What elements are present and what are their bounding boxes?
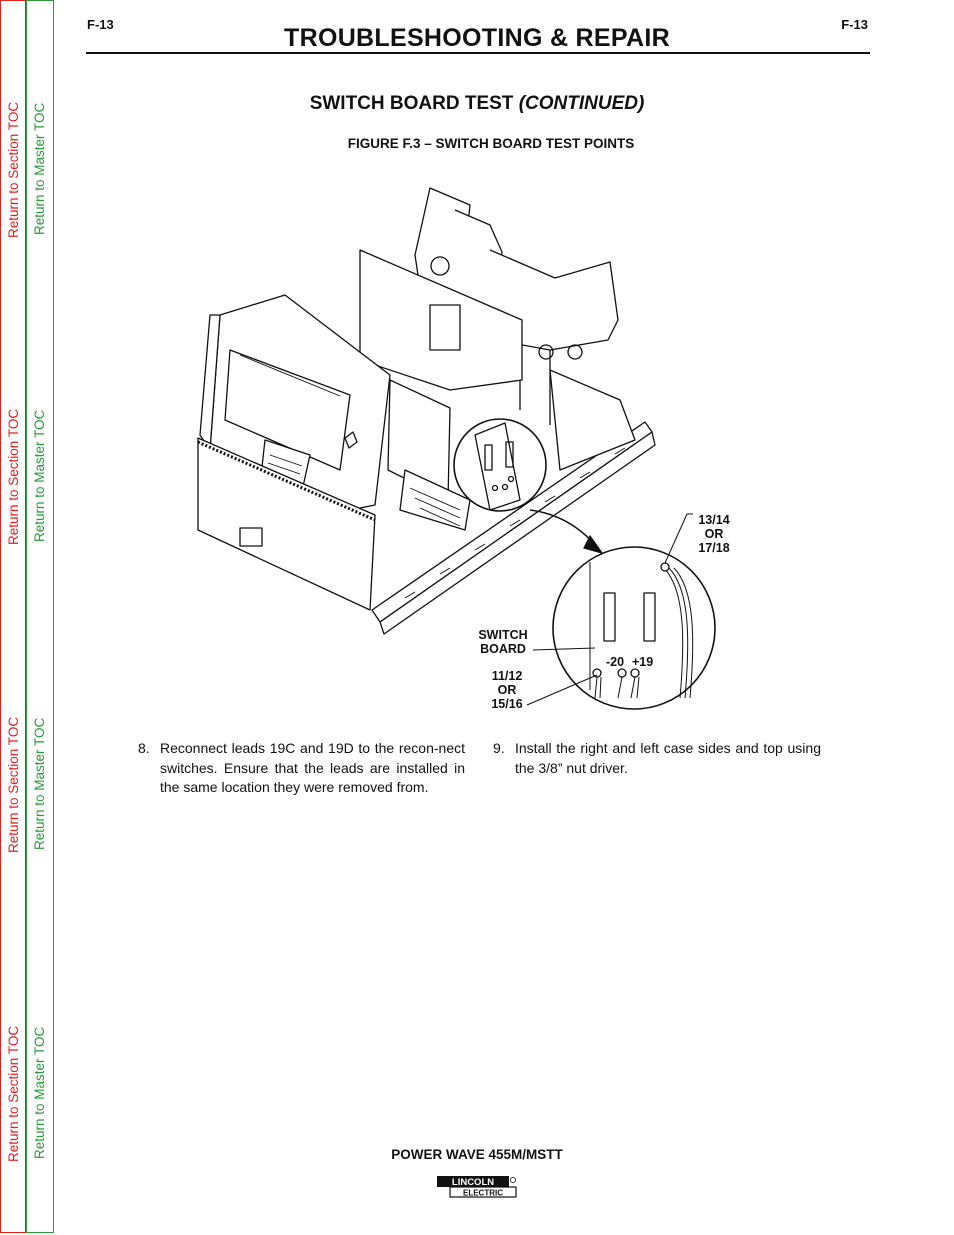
return-to-section-toc-link-3[interactable]: Return to Section TOC [6, 716, 21, 853]
logo-top-text: LINCOLN [452, 1177, 494, 1188]
callout-top-line-2: OR [704, 527, 724, 541]
step-8-text: Reconnect leads 19C and 19D to the recon… [160, 740, 465, 795]
callout-switch-line-1: SWITCH [478, 628, 528, 642]
step-9-text: Install the right and left case sides an… [515, 740, 821, 776]
page-number-right: F-13 [841, 17, 868, 32]
return-to-master-toc-link-1[interactable]: Return to Master TOC [32, 102, 47, 235]
callout-bottom-line-1: 11/12 [491, 669, 523, 683]
callout-bottom-line-2: OR [497, 683, 517, 697]
product-name: POWER WAVE 455M/MSTT [391, 1147, 563, 1162]
figure-caption: FIGURE F.3 – SWITCH BOARD TEST POINTS [347, 136, 635, 151]
return-to-section-toc-link-4[interactable]: Return to Section TOC [6, 1025, 21, 1162]
header-rule [86, 52, 870, 54]
callout-switch-board: SWITCH BOARD [472, 628, 534, 656]
callout-top-line-1: 13/14 [698, 513, 730, 527]
return-to-master-toc-link-2[interactable]: Return to Master TOC [32, 409, 47, 542]
return-to-section-toc-link-1[interactable]: Return to Section TOC [6, 101, 21, 238]
step-8-number: 8. [138, 740, 150, 756]
logo-bottom-text: ELECTRIC [463, 1189, 503, 1198]
lincoln-electric-logo: LINCOLN ELECTRIC [437, 1176, 517, 1198]
callout-top-line-3: 17/18 [698, 541, 730, 555]
callout-11-12-or-15-16: 11/12 OR 15/16 [484, 669, 530, 711]
master-toc-strip [26, 0, 54, 1233]
terminal-plus-19-label: +19 [632, 655, 654, 669]
terminal-minus-20-label: -20 [606, 655, 625, 669]
page-title: TROUBLESHOOTING & REPAIR [284, 24, 670, 52]
callout-switch-line-2: BOARD [480, 642, 526, 656]
section-toc-strip [0, 0, 26, 1233]
callout-bottom-line-3: 15/16 [491, 697, 523, 711]
return-to-section-toc-link-2[interactable]: Return to Section TOC [6, 408, 21, 545]
return-to-master-toc-link-4[interactable]: Return to Master TOC [32, 1026, 47, 1159]
callout-13-14-or-17-18: 13/14 OR 17/18 [690, 513, 738, 555]
section-title: SWITCH BOARD TEST (CONTINUED) [0, 93, 954, 115]
section-title-main: SWITCH BOARD TEST [309, 93, 519, 114]
machine-illustration [197, 187, 716, 710]
page-number-left: F-13 [87, 17, 114, 32]
step-9-number: 9. [493, 740, 505, 756]
return-to-master-toc-link-3[interactable]: Return to Master TOC [32, 717, 47, 850]
section-title-continued: (CONTINUED) [518, 93, 645, 114]
